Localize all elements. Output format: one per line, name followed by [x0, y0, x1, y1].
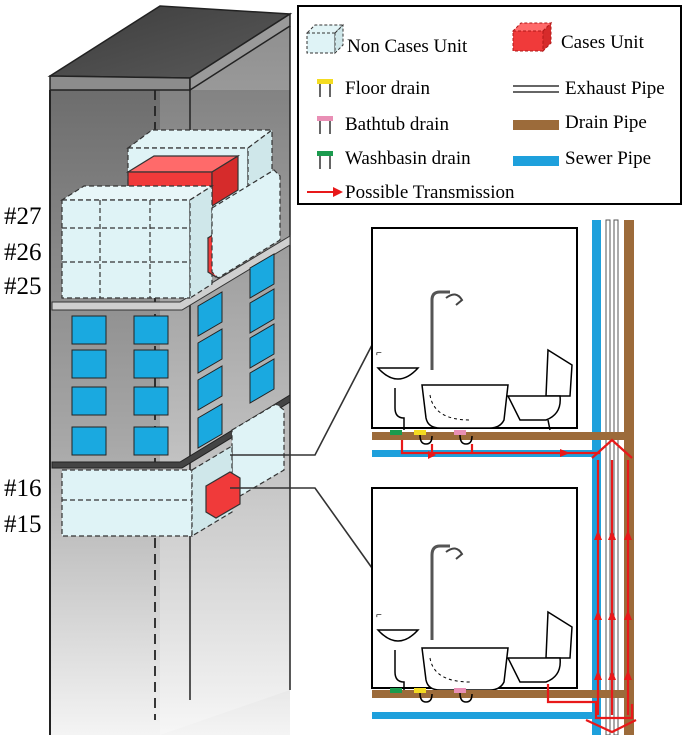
bathtub-drain-upper [454, 430, 466, 435]
washbasin-drain-icon [317, 151, 333, 169]
lower-units [61, 403, 285, 538]
floor-label-27: #27 [4, 203, 42, 230]
cases-unit-16 [205, 471, 241, 519]
legend-floor-drain: Floor drain [345, 78, 430, 99]
legend-drain-pipe: Drain Pipe [565, 112, 647, 133]
floor-label-15: #15 [4, 511, 42, 538]
floor-drain-upper [414, 430, 426, 435]
non-cases-unit-icon [305, 23, 345, 55]
transmission-arrow-icon [307, 187, 343, 197]
floor-slab-25 [51, 235, 291, 311]
bathroom-upper: ⌐ [371, 227, 626, 457]
bathtub-drain-icon [317, 116, 333, 134]
bathtub-drain-lower [454, 688, 466, 693]
svg-text:⌐: ⌐ [376, 348, 382, 359]
legend-sewer-pipe: Sewer Pipe [565, 148, 652, 169]
washbasin-drain-lower [390, 688, 402, 693]
sewer-pipe-vertical [592, 220, 601, 735]
transmission-arrowheads [428, 449, 632, 680]
floor-drain-icon [317, 79, 333, 97]
floor-label-25: #25 [4, 273, 42, 300]
bathroom-lower: ⌐ [371, 487, 626, 719]
building [47, 5, 293, 735]
floor-label-16: #16 [4, 475, 42, 502]
legend: Non Cases Unit Cases Unit Floor drain Ex… [297, 5, 682, 205]
legend-exhaust-pipe: Exhaust Pipe [565, 78, 665, 99]
floor-slab-mid [51, 394, 291, 469]
exhaust-pipe-vertical-a [605, 219, 611, 735]
upper-units [59, 128, 281, 300]
legend-non-cases-unit: Non Cases Unit [347, 36, 468, 57]
exhaust-pipe-vertical-b [613, 219, 619, 735]
windows [71, 253, 275, 456]
legend-cases-unit: Cases Unit [561, 32, 644, 53]
floor-drain-lower [414, 688, 426, 693]
sewer-pipe-icon [513, 156, 559, 166]
cases-unit-icon [511, 21, 553, 53]
floor-label-26: #26 [4, 239, 42, 266]
svg-text:⌐: ⌐ [376, 610, 382, 621]
exhaust-pipe-icon [513, 85, 559, 93]
legend-bathtub-drain: Bathtub drain [345, 114, 449, 135]
callout-lines [230, 344, 373, 569]
washbasin-drain-upper [390, 430, 402, 435]
building-roof-rim [49, 75, 191, 91]
drain-pipe-icon [513, 120, 559, 130]
legend-washbasin-drain: Washbasin drain [345, 148, 471, 169]
legend-possible-transmission: Possible Transmission [345, 182, 515, 203]
